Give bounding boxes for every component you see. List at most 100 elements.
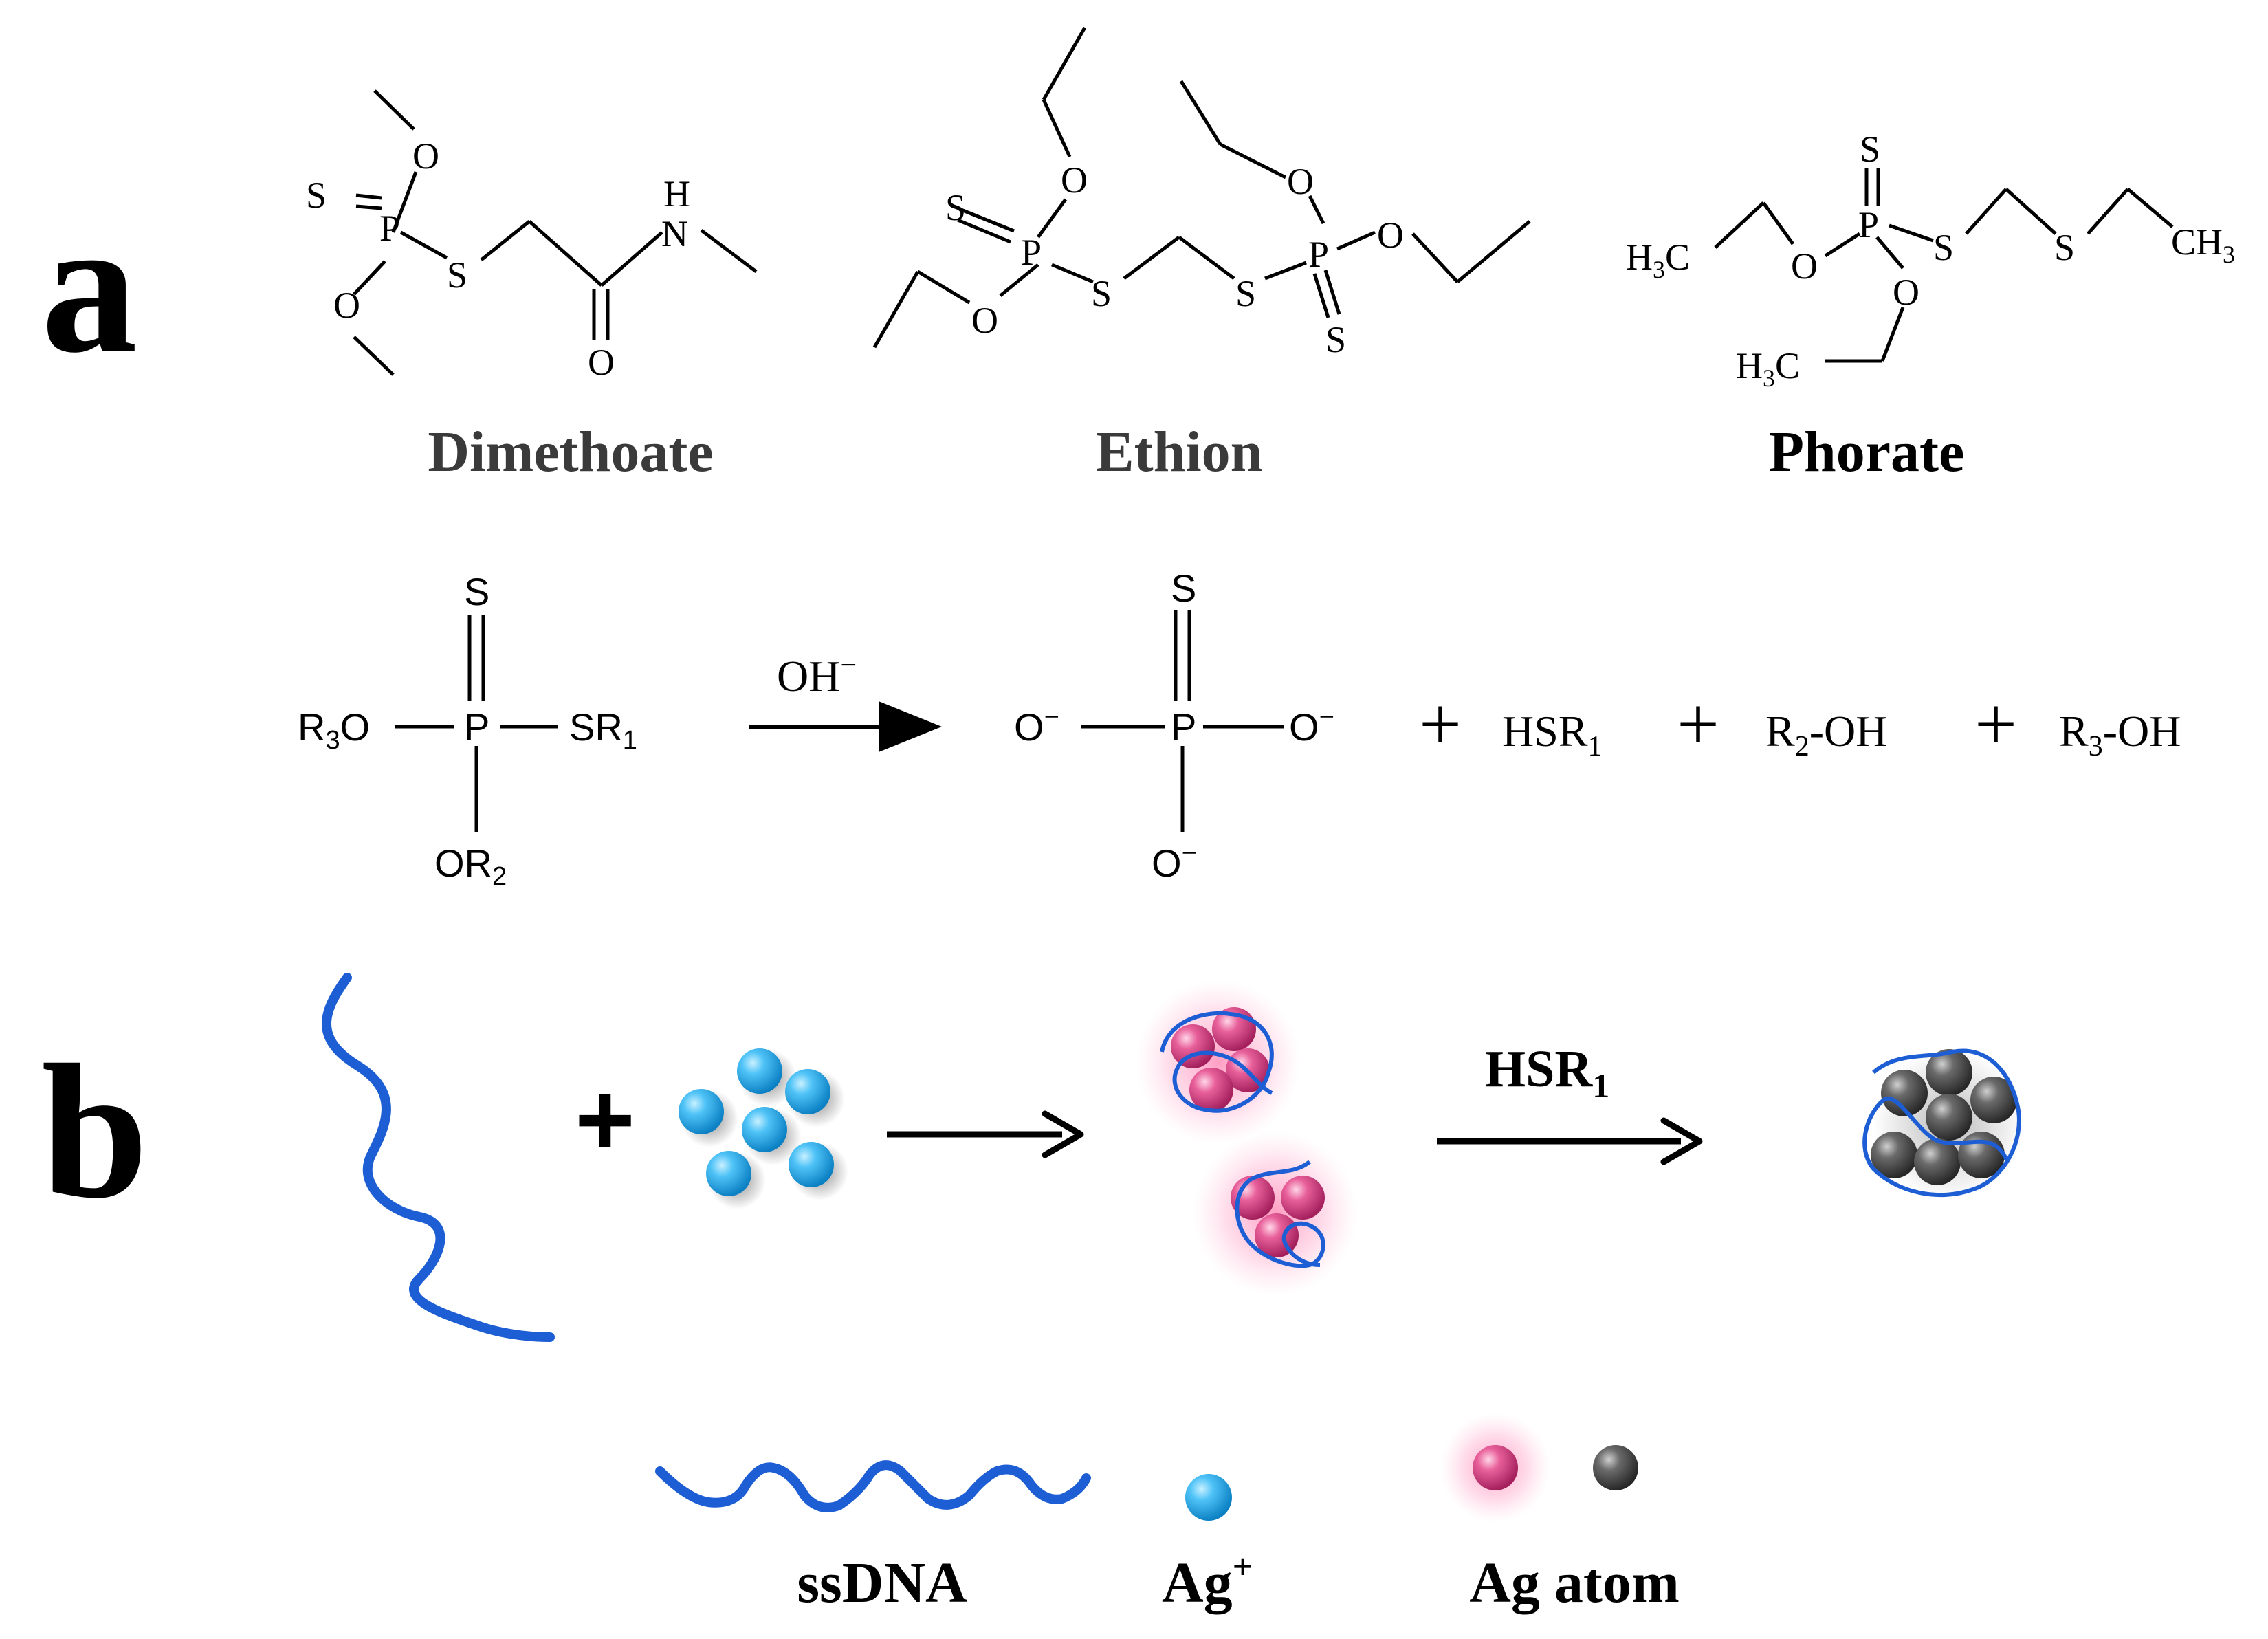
ag-cluster-pink-1 — [1136, 980, 1301, 1145]
atoms-phorate: H3C O S P O S S CH3 H3C — [1626, 129, 2235, 392]
reactant-bottom-label: OR2 — [434, 842, 507, 891]
legend-ag-ion-label: Ag+ — [1162, 1548, 1253, 1615]
byproduct-r2oh-oh: -OH — [1809, 707, 1888, 756]
atom-label: S — [1860, 129, 1880, 170]
byproduct-r2oh: R2-OH — [1765, 707, 1887, 762]
structure-reactant — [395, 615, 558, 832]
product-left-label: O− — [1014, 703, 1059, 749]
atom-label: P — [1021, 232, 1042, 273]
atom-label: CH3 — [2171, 221, 2235, 268]
atom-label: O — [1791, 245, 1818, 287]
ag-ion — [706, 1151, 751, 1196]
product-bottom-label: O− — [1152, 839, 1197, 885]
subscript: 3 — [325, 726, 340, 755]
panel-label-a: a — [41, 179, 137, 393]
structure-ethion — [872, 26, 1531, 349]
byproduct-hsr1: HSR1 — [1502, 707, 1603, 762]
atom-label: O — [1061, 160, 1088, 201]
atom-label: O — [1377, 214, 1404, 256]
ag-ion — [679, 1089, 724, 1134]
atom-label: O — [412, 135, 439, 177]
atom-label: S — [464, 570, 489, 613]
atom-label: P — [1308, 234, 1329, 275]
subscript: 3 — [2223, 241, 2235, 268]
structure-phorate — [1714, 168, 2174, 363]
atom-label: O — [333, 285, 360, 326]
subscript: 3 — [1763, 364, 1775, 392]
ag-atom — [1189, 1068, 1233, 1112]
reactant-left-label: R3O — [298, 705, 370, 755]
product-right-label: O− — [1289, 703, 1334, 749]
atom-label: S — [2054, 227, 2075, 268]
ssdna-wrap — [1160, 1011, 1274, 1113]
byproduct-r3oh: R3-OH — [2059, 707, 2181, 762]
superscript: + — [1233, 1548, 1253, 1587]
reactant-left-o: O — [340, 705, 371, 749]
ag-atom — [1926, 1049, 1972, 1096]
subscript: 1 — [623, 726, 637, 755]
legend-ag-atom-pink-swatch — [1473, 1445, 1518, 1490]
superscript: − — [840, 650, 857, 681]
ag-atom — [1871, 1132, 1917, 1178]
ag-atom — [1914, 1138, 1961, 1185]
legend-ag-ion-swatch — [1185, 1474, 1232, 1521]
atom-label: P — [1858, 204, 1879, 245]
ag-nanocluster-gray — [1862, 1048, 2025, 1200]
subscript: 1 — [1588, 731, 1603, 762]
panel-label-b: b — [41, 1024, 148, 1238]
reaction-reagent: OH− — [777, 650, 857, 701]
atoms-dimethoate: S P O O S H N O — [306, 135, 690, 383]
ssdna-strand — [322, 973, 555, 1342]
atom-label: S — [945, 187, 966, 228]
legend-ag-atom-gray-swatch — [1593, 1445, 1638, 1490]
arrow-reduce-head — [1660, 1117, 1703, 1165]
ag-atom — [1926, 1094, 1972, 1141]
atom-label: S — [1171, 566, 1196, 610]
legend-ag-atom-label: Ag atom — [1469, 1551, 1680, 1615]
atom-label: P — [464, 705, 489, 749]
superscript: − — [1044, 703, 1059, 732]
atom-label: P — [379, 208, 400, 249]
compound-name-dimethoate: Dimethoate — [428, 420, 713, 484]
subscript: 1 — [1592, 1066, 1609, 1105]
subscript: 2 — [1795, 731, 1809, 762]
atom-label: S — [1235, 273, 1256, 314]
atom-label: O — [1893, 272, 1919, 313]
plus-sign: + — [1974, 682, 2017, 766]
ag-ion — [789, 1142, 834, 1187]
atom-label: O — [1287, 161, 1314, 202]
atoms-product: S P O− O− O− — [1014, 566, 1334, 885]
byproduct-r3oh-oh: -OH — [2103, 707, 2181, 756]
atom-label: H — [663, 173, 690, 214]
atoms-reactant: S P R3O SR1 OR2 — [298, 570, 637, 891]
ag-atom — [1171, 1024, 1215, 1068]
atom-label: S — [1091, 273, 1112, 314]
subscript: 2 — [492, 862, 507, 891]
atom-label: O — [588, 342, 615, 383]
h3c-c: C — [1775, 345, 1800, 386]
ag-ion — [742, 1107, 787, 1152]
ag-atom — [1970, 1077, 2017, 1123]
subscript: 3 — [2089, 731, 2103, 762]
atom-label: S — [1325, 319, 1346, 360]
legend-ssdna-label: ssDNA — [797, 1551, 967, 1615]
byproducts: + HSR1 + R2-OH + R3-OH — [1419, 682, 2181, 766]
h3c-h: H — [1626, 236, 1653, 278]
ag-ion-cluster — [679, 1048, 848, 1209]
arrow-mix-head — [1042, 1110, 1084, 1158]
reactant-right-label: SR1 — [569, 705, 637, 755]
reagent-hsr1-label: HSR1 — [1485, 1040, 1609, 1105]
atom-label: P — [1171, 705, 1196, 749]
plus-sign: + — [1419, 682, 1462, 766]
plus-sign: + — [575, 1062, 635, 1177]
atoms-ethion: S P O O S S P O O S — [945, 160, 1404, 360]
ssdna-wrap — [1862, 1048, 2021, 1198]
reaction-arrow-head — [879, 701, 942, 752]
legend-ssdna-swatch — [655, 1460, 1091, 1512]
atom-label: H3C — [1736, 345, 1800, 392]
atom-label: S — [306, 175, 327, 216]
ag-ion — [785, 1069, 830, 1114]
atom-label: S — [1933, 227, 1954, 268]
ch3-c: CH — [2171, 221, 2223, 263]
atom-label: N — [661, 213, 688, 254]
